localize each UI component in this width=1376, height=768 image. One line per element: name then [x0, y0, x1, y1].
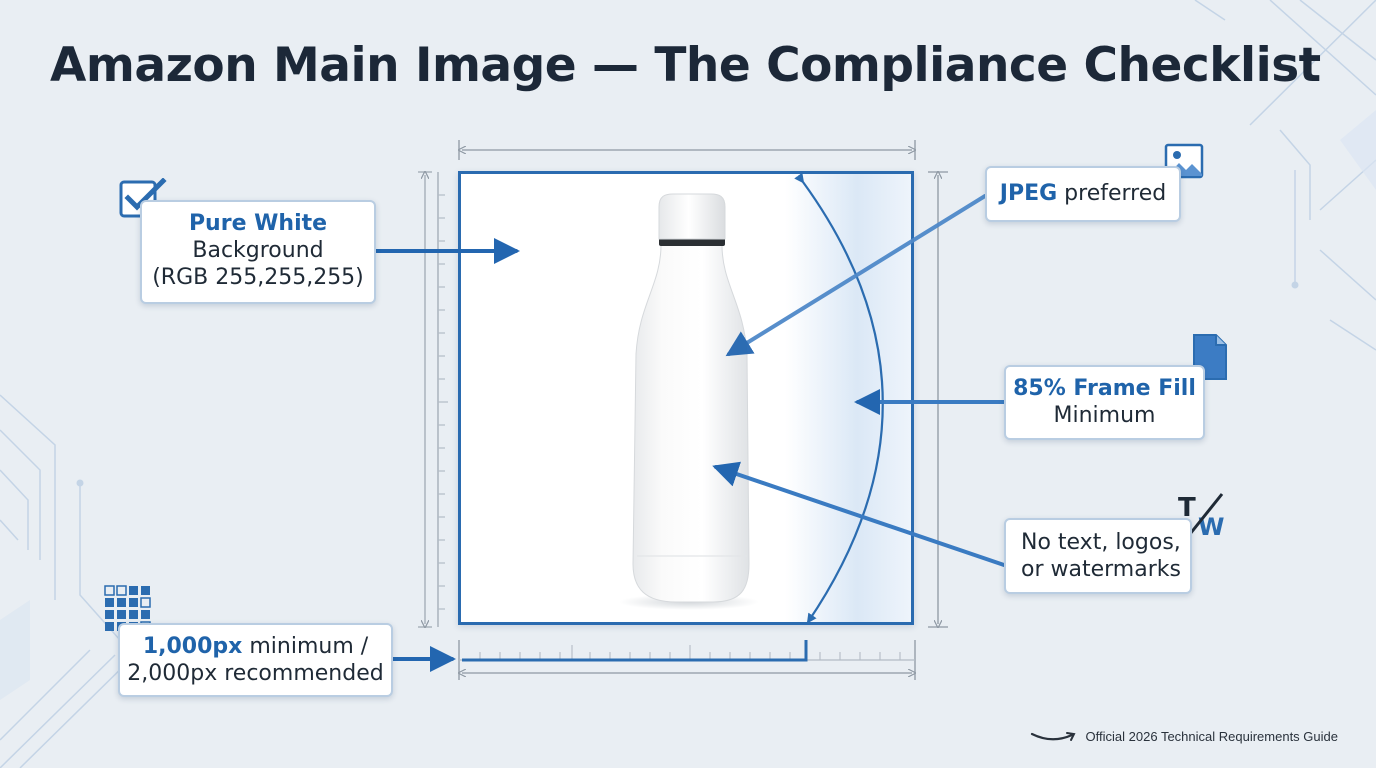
resolution-line2: 2,000px recommended [127, 660, 384, 686]
resolution-callout: 1,000px minimum / 2,000px recommended [118, 623, 393, 697]
format-callout: JPEG preferred [985, 166, 1181, 222]
format-highlight: JPEG [999, 181, 1058, 206]
frame-fill-highlight: 85% Frame Fill [1013, 376, 1196, 401]
water-bottle-illustration [619, 193, 759, 610]
format-rest: preferred [1057, 181, 1167, 206]
svg-text:T: T [1178, 493, 1196, 523]
main-image-frame [458, 171, 914, 625]
resolution-rest: minimum / [242, 634, 369, 659]
no-text-line1: No text, logos, [1021, 530, 1181, 555]
background-callout: Pure White Background (RGB 255,255,255) [140, 200, 376, 304]
resolution-highlight: 1,000px [142, 634, 243, 659]
no-text-watermark-icon: T W [1178, 493, 1224, 540]
frame-fill-line2: Minimum [1053, 402, 1156, 428]
frame-fill-callout: 85% Frame Fill Minimum [1004, 365, 1205, 440]
no-text-line2: or watermarks [1021, 556, 1181, 582]
background-line2: Background [192, 237, 324, 263]
amazon-smile-icon [1030, 731, 1076, 741]
background-highlight: Pure White [188, 211, 328, 236]
footer-text: Official 2026 Technical Requirements Gui… [1085, 729, 1338, 744]
background-line3: (RGB 255,255,255) [152, 264, 364, 290]
page-title: Amazon Main Image — The Compliance Check… [50, 38, 1321, 93]
no-text-callout: No text, logos, or watermarks [1004, 518, 1192, 594]
footer: Official 2026 Technical Requirements Gui… [1030, 729, 1338, 744]
